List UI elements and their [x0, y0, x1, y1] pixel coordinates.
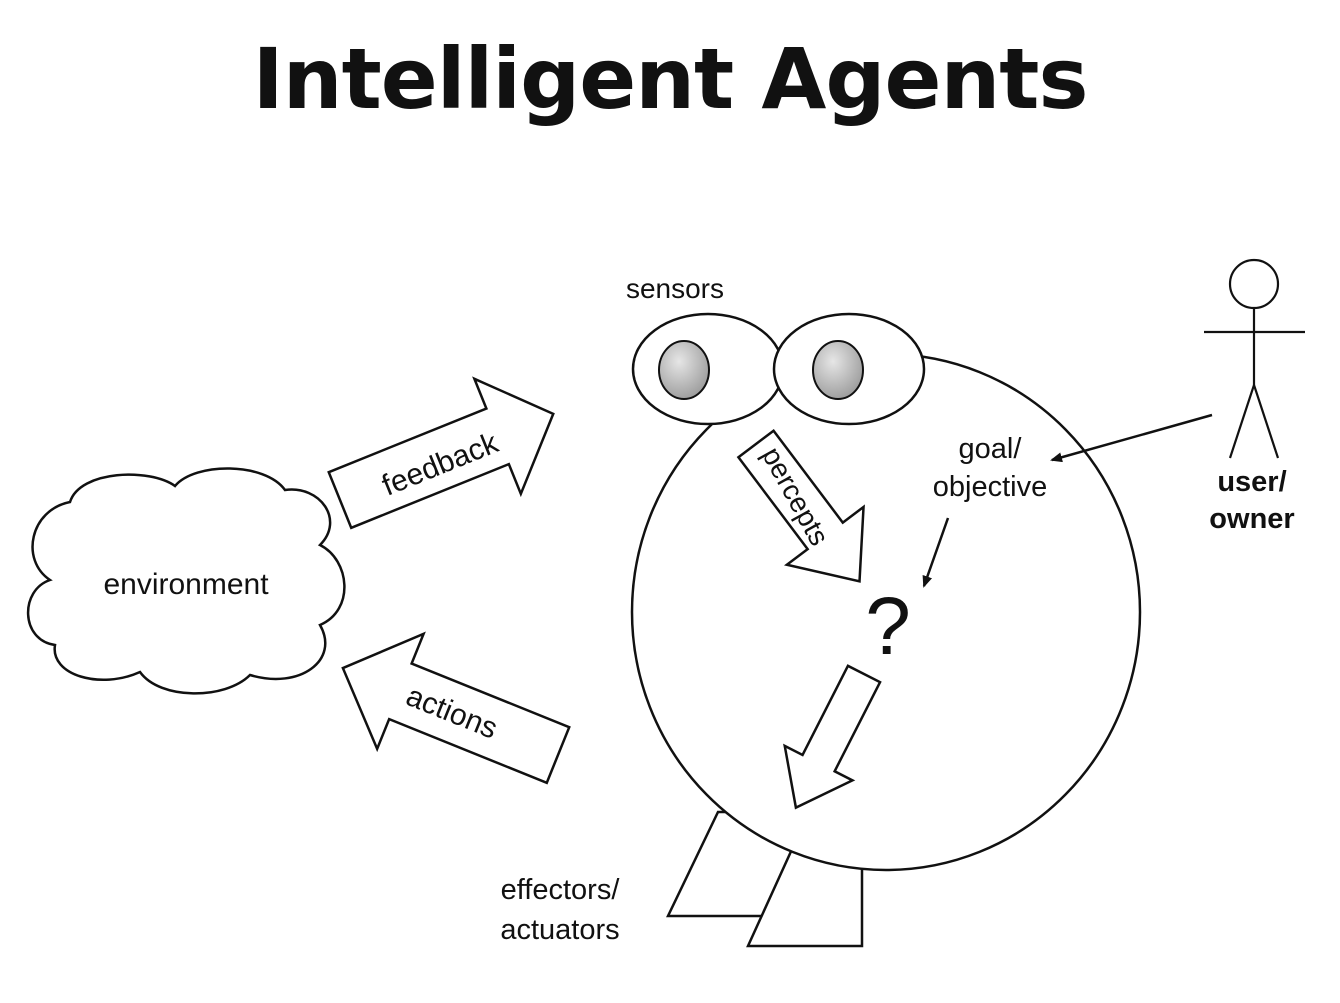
user-label-line1: user/ — [1217, 466, 1286, 498]
percepts-arrow — [736, 429, 865, 583]
right-pupil — [812, 340, 864, 400]
decision-question-mark: ? — [865, 581, 911, 672]
user-head — [1228, 258, 1280, 310]
actions-arrow — [341, 631, 571, 785]
effectors-label-line1: effectors/ — [501, 874, 621, 906]
sensors-eyes — [631, 312, 926, 426]
goal-label-line1: goal/ — [959, 433, 1023, 465]
user-to-goal-arrow — [1050, 413, 1213, 463]
left-pupil — [658, 340, 710, 400]
effectors-label-line2: actuators — [500, 914, 619, 946]
user-stick-figure — [1204, 258, 1305, 459]
user-label-line2: owner — [1209, 503, 1294, 535]
goal-to-decision-arrow — [922, 517, 950, 588]
feedback-arrow — [327, 376, 555, 530]
environment-label: environment — [103, 568, 269, 601]
sensors-label: sensors — [626, 273, 724, 304]
decision-output-arrow — [783, 664, 882, 810]
environment-cloud — [26, 467, 346, 695]
slide-title: Intelligent Agents — [252, 30, 1089, 128]
goal-label-line2: objective — [933, 471, 1047, 503]
